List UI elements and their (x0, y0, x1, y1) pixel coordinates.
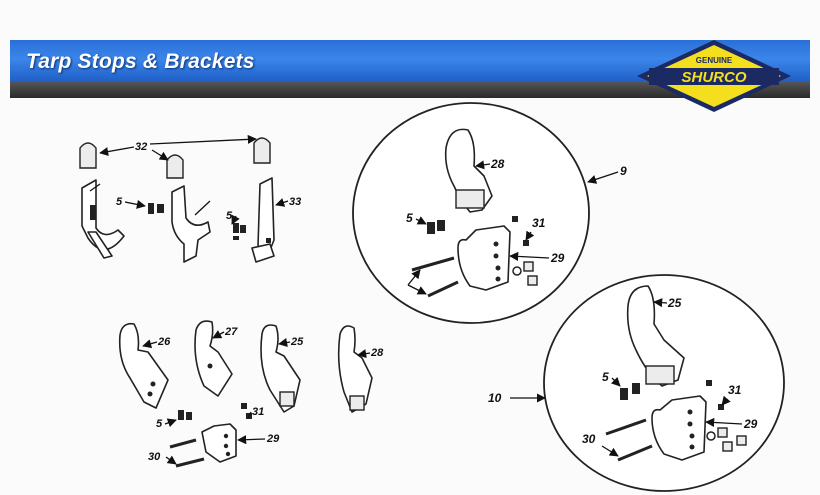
pad-32-c (253, 137, 271, 164)
callout-5-d: 5 (156, 418, 163, 430)
callout-5-c: 5 (406, 211, 413, 225)
stop-group-bottom-left: 26 27 25 28 5 31 29 30 (118, 320, 384, 468)
callout-9: 9 (620, 164, 627, 178)
shurco-logo: GENUINE SHURCO (637, 40, 791, 112)
bracket-33 (257, 177, 275, 251)
callout-31-detail: 31 (532, 216, 546, 230)
callout-28-detail: 28 (490, 157, 505, 171)
bolt-set-b (233, 223, 246, 240)
callout-5-b: 5 (226, 210, 233, 222)
callout-27: 27 (224, 326, 238, 338)
bracket-middle (171, 185, 211, 263)
bracket-29-small (201, 423, 237, 463)
callout-5-e: 5 (602, 370, 609, 384)
page-title: Tarp Stops & Brackets (26, 50, 255, 73)
callout-25-small: 25 (290, 336, 304, 348)
callout-28-small: 28 (370, 347, 384, 359)
callout-5-a: 5 (116, 196, 123, 208)
detail-circle-10: 10 25 5 31 29 30 (488, 274, 785, 492)
callout-32: 32 (135, 141, 147, 153)
pad-32-a (79, 142, 97, 169)
stop-25-small (260, 324, 301, 413)
callout-31-small: 31 (252, 406, 264, 418)
pad-32-b (166, 154, 184, 179)
header-underbar (10, 82, 810, 98)
bracket-left (81, 179, 125, 251)
stop-26 (118, 322, 169, 409)
callout-33: 33 (289, 196, 301, 208)
logo-brand-text: SHURCO (681, 69, 746, 86)
callout-25-detail: 25 (667, 296, 682, 310)
callout-31-detail-b: 31 (728, 383, 742, 397)
callout-29-detail: 29 (550, 251, 565, 265)
stop-27 (194, 320, 233, 397)
detail-circle-9: 9 28 5 31 29 (352, 102, 627, 324)
callout-29-detail-b: 29 (743, 417, 758, 431)
callout-29-small: 29 (266, 433, 280, 445)
stop-25-detail (626, 285, 685, 387)
logo-genuine-text: GENUINE (696, 56, 733, 65)
callout-10: 10 (488, 391, 502, 405)
stop-28-small (337, 325, 373, 413)
stop-group-top-left: 32 5 5 33 (79, 134, 301, 263)
callout-30-detail: 30 (582, 432, 596, 446)
bolt-set-a (148, 203, 164, 214)
callout-26: 26 (157, 336, 171, 348)
callout-30-small: 30 (148, 451, 161, 463)
